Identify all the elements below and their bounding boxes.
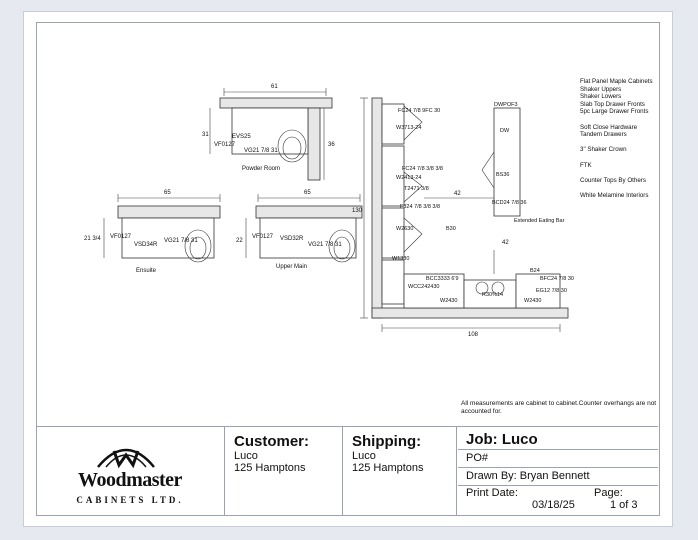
woodmaster-logo-icon xyxy=(97,448,155,469)
po-number: PO# xyxy=(466,452,489,464)
spec-note: Flat Panel Maple Cabinets xyxy=(580,78,653,85)
label-fc1: FC24 7/8 9FC 30 xyxy=(398,108,440,114)
label-dw: DW xyxy=(500,128,510,134)
label-w1330: W1330 xyxy=(392,256,409,262)
upper-main-vg: VG21 7/8 31 xyxy=(308,242,342,248)
upper-main-vf: VF0127 xyxy=(252,234,274,240)
upper-main-label: Upper Main xyxy=(276,264,307,270)
spec-note: FTK xyxy=(580,161,592,169)
powder-room-width: 61 xyxy=(271,84,278,90)
spec-note xyxy=(580,154,653,162)
shipping-name: Luco xyxy=(352,450,376,462)
drawing-frame xyxy=(36,22,660,516)
print-date: 03/18/25 xyxy=(532,499,575,511)
label-t2471: T2471 3/8 xyxy=(404,186,429,192)
upper-main-plan: 65 22 VF0127 VSD32R VG21 7/8 31 Upper Ma… xyxy=(236,190,363,270)
powder-room-vf: VF0127 xyxy=(214,142,236,148)
upper-main-height: 22 xyxy=(236,238,243,244)
customer-name: Luco xyxy=(234,450,258,462)
spec-note xyxy=(580,169,653,177)
page-number: 1 of 3 xyxy=(610,499,638,511)
drawn-by: Drawn By: Bryan Bennett xyxy=(466,470,590,482)
powder-room-label: Powder Room xyxy=(242,166,280,172)
spec-note xyxy=(580,184,653,192)
spec-note: Slab Top Drawer Fronts xyxy=(580,100,645,108)
ensuite-plan: 65 21 3/4 VF0127 VSD34R VG21 7/8 31 Ensu… xyxy=(84,190,221,274)
spec-note: White Melamine Interiors xyxy=(580,191,649,199)
title-block: Woodmaster CABINETS LTD. Customer: Luco … xyxy=(36,426,658,515)
spec-note: 3" Shaker Crown xyxy=(580,146,627,154)
kitchen-plan: 130 108 42 42 xyxy=(352,97,574,338)
label-eg: EG12 7/8 30 xyxy=(536,288,567,294)
po-row: PO# xyxy=(458,449,658,468)
powder-room-height-right: 36 xyxy=(328,142,335,148)
job-block: Job: Luco PO# Drawn By: Bryan Bennett Pr… xyxy=(458,427,658,515)
label-fc2: FC24 7/8 3/8 3/8 xyxy=(402,166,443,172)
company-logo: Woodmaster CABINETS LTD. xyxy=(36,427,225,515)
floor-plan-drawing: 61 31 36 EVS25 VF0127 VG21 7/8 31 Powder… xyxy=(84,84,574,338)
logo-wordmark: Woodmaster xyxy=(78,469,182,491)
spec-note: Shaker Lowers xyxy=(580,93,622,101)
label-b24: B24 xyxy=(530,268,540,274)
shipping-block: Shipping: Luco 125 Hamptons xyxy=(344,427,457,515)
cabinet-spec-notes: Flat Panel Maple Cabinets Shaker Uppers … xyxy=(580,78,653,200)
logo-subtitle: CABINETS LTD. xyxy=(76,495,184,505)
customer-address: 125 Hamptons xyxy=(234,462,306,474)
spec-note xyxy=(580,116,653,124)
label-w2413: W2413-24 xyxy=(396,175,421,181)
customer-block: Customer: Luco 125 Hamptons xyxy=(226,427,343,515)
ensuite-height: 21 3/4 xyxy=(84,236,101,242)
job-title: Job: Luco xyxy=(466,431,538,448)
measurement-disclaimer: All measurements are cabinet to cabinet.… xyxy=(461,400,657,415)
drawing-sheet: 61 31 36 EVS25 VF0127 VG21 7/8 31 Powder… xyxy=(24,12,672,526)
customer-heading: Customer: xyxy=(234,433,310,450)
upper-main-vsd: VSD32R xyxy=(280,236,304,242)
print-date-row: Print Date: 03/18/25 Page: 1 of 3 xyxy=(458,485,658,515)
spec-note xyxy=(580,139,653,147)
drawn-by-row: Drawn By: Bryan Bennett xyxy=(458,467,658,486)
label-bcd: BCD24 7/8 36 xyxy=(492,200,527,206)
label-bfc: BFC24 7/8 30 xyxy=(540,276,574,282)
label-w2630: W2630 xyxy=(396,226,413,232)
page-label: Page: xyxy=(594,487,623,499)
label-w2430b: W2430 xyxy=(524,298,541,304)
ensuite-vg: VG21 7/8 31 xyxy=(164,238,198,244)
spec-note: Soft Close Hardware xyxy=(580,123,638,131)
spec-note: 5pc Large Drawer Fronts xyxy=(580,108,649,116)
ensuite-width: 65 xyxy=(164,190,171,196)
label-w3713: W3713-24 xyxy=(396,125,421,131)
label-r30: R30%14 xyxy=(482,292,503,298)
label-wcc: WCC242430 xyxy=(408,284,440,290)
powder-room-height-left: 31 xyxy=(202,132,209,138)
spec-note: Shaker Uppers xyxy=(580,85,622,93)
powder-room-evs: EVS25 xyxy=(232,134,251,140)
ensuite-vsd: VSD34R xyxy=(134,242,158,248)
spec-note: Counter Tops By Others xyxy=(580,176,646,184)
kitchen-mid-dim: 42 xyxy=(454,191,461,197)
label-b30: B30 xyxy=(446,226,456,232)
label-bcc: BCC3333 6'9 xyxy=(426,276,459,282)
label-f3: F324 7/8 3/8 3/8 xyxy=(400,204,440,210)
spec-note: Tandem Drawers xyxy=(580,131,627,139)
shipping-heading: Shipping: xyxy=(352,433,422,450)
label-w2430a: W2430 xyxy=(440,298,457,304)
label-dwpof: DWPOF3 xyxy=(494,102,518,108)
ensuite-label: Ensuite xyxy=(136,268,157,274)
kitchen-width: 108 xyxy=(468,332,479,338)
powder-room-plan: 61 31 36 EVS25 VF0127 VG21 7/8 31 Powder… xyxy=(202,84,335,181)
label-eating-bar: Extended Eating Bar xyxy=(514,218,565,224)
ensuite-vf: VF0127 xyxy=(110,234,132,240)
kitchen-height: 130 xyxy=(352,208,363,214)
kitchen-island-dim: 42 xyxy=(502,240,509,246)
shipping-address: 125 Hamptons xyxy=(352,462,424,474)
print-date-label: Print Date: xyxy=(466,487,518,499)
label-bs36: BS36 xyxy=(496,172,509,178)
powder-room-vg: VG21 7/8 31 xyxy=(244,148,278,154)
job-title-row: Job: Luco xyxy=(458,427,658,450)
upper-main-width: 65 xyxy=(304,190,311,196)
